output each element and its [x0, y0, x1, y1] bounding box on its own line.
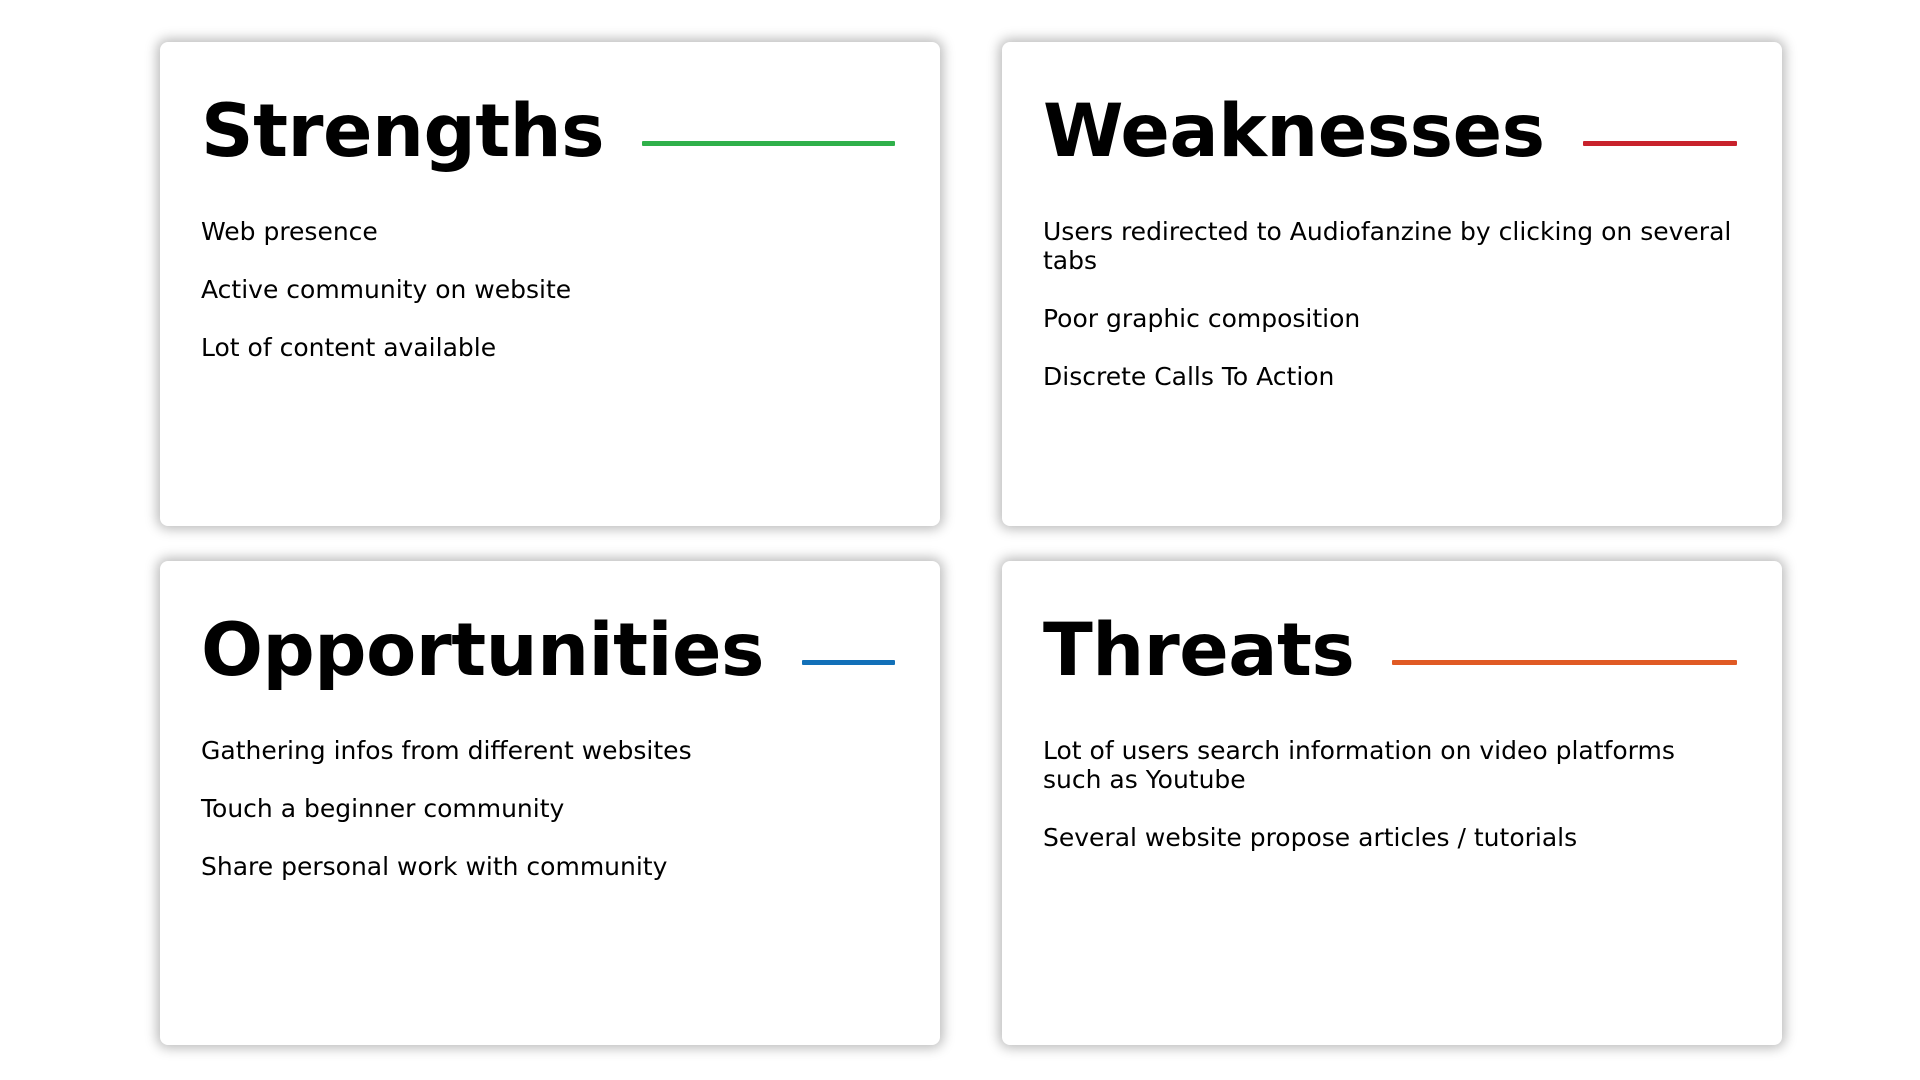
threats-list: Lot of users search information on video… — [1043, 736, 1737, 852]
strengths-title: Strengths — [201, 89, 605, 174]
list-item: Share personal work with community — [201, 852, 668, 881]
card-header: Threats — [1043, 613, 1737, 689]
list-item: Several website propose articles / tutor… — [1043, 823, 1578, 852]
list-item: Lot of users search information on video… — [1043, 736, 1675, 794]
list-item: Poor graphic composition — [1043, 304, 1361, 333]
threats-accent-line — [1392, 659, 1737, 665]
strengths-accent-line — [642, 140, 895, 146]
weaknesses-title: Weaknesses — [1043, 89, 1545, 174]
strengths-card: Strengths Web presence Active community … — [160, 42, 940, 526]
opportunities-accent-line — [801, 659, 895, 665]
opportunities-card: Opportunities Gathering infos from diffe… — [160, 561, 940, 1045]
list-item: Web presence — [201, 217, 378, 246]
card-header: Weaknesses — [1043, 94, 1737, 170]
threats-card: Threats Lot of users search information … — [1002, 561, 1782, 1045]
weaknesses-card: Weaknesses Users redirected to Audiofanz… — [1002, 42, 1782, 526]
list-item: Touch a beginner community — [201, 794, 565, 823]
list-item: Gathering infos from different websites — [201, 736, 692, 765]
list-item: Discrete Calls To Action — [1043, 362, 1335, 391]
weaknesses-list: Users redirected to Audiofanzine by clic… — [1043, 217, 1737, 391]
list-item: Users redirected to Audiofanzine by clic… — [1043, 217, 1732, 275]
opportunities-list: Gathering infos from different websites … — [201, 736, 895, 881]
opportunities-title: Opportunities — [201, 608, 764, 693]
card-header: Strengths — [201, 94, 895, 170]
list-item: Active community on website — [201, 275, 572, 304]
card-header: Opportunities — [201, 613, 895, 689]
threats-title: Threats — [1043, 608, 1355, 693]
list-item: Lot of content available — [201, 333, 497, 362]
strengths-list: Web presence Active community on website… — [201, 217, 895, 362]
swot-grid: Strengths Web presence Active community … — [160, 42, 1782, 1045]
weaknesses-accent-line — [1582, 140, 1737, 146]
